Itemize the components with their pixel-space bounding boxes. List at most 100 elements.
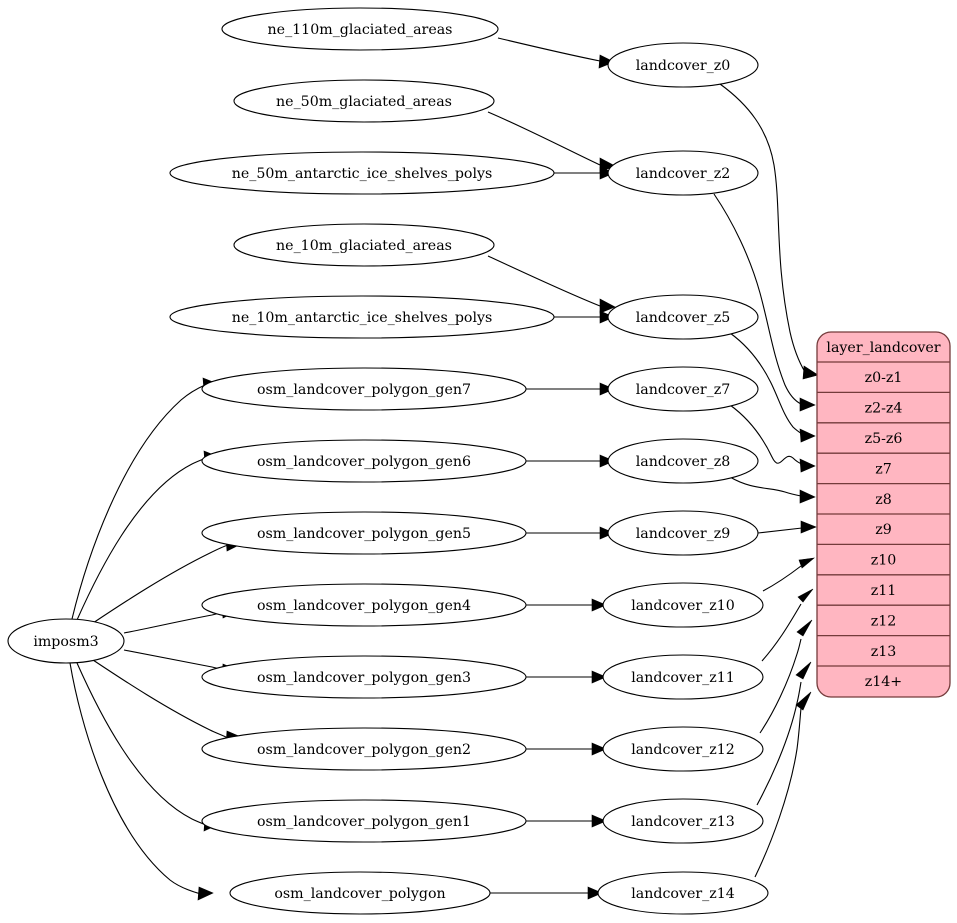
node-shape-landcover_z5: [607, 294, 759, 340]
edge-imposm3-to-osm_landcover_polygon_gen6: [76, 457, 207, 621]
node-shape-osm_landcover_polygon_gen7: [201, 367, 527, 411]
node-label-ne_50m_glaciated_areas: ne_50m_glaciated_areas: [276, 94, 452, 110]
node-osm_landcover_polygon_gen4[interactable]: osm_landcover_polygon_gen4: [201, 583, 527, 627]
node-shape-landcover_z11: [602, 654, 764, 700]
node-label-landcover_z2: landcover_z2: [636, 166, 731, 182]
node-shape-osm_landcover_polygon: [229, 871, 491, 915]
node-label-osm_landcover_polygon_gen5: osm_landcover_polygon_gen5: [257, 526, 471, 542]
arrowhead-to-row-z13: [795, 661, 812, 680]
edge-landcover_z2-to-table.z2-z4: [713, 193, 802, 405]
node-osm_landcover_polygon[interactable]: osm_landcover_polygon: [229, 871, 491, 915]
node-landcover_z0[interactable]: landcover_z0: [607, 42, 759, 88]
nodes-layer: imposm3 ne_110m_glaciated_areas ne_50m_gla…: [7, 7, 769, 915]
table-row-z0-z1[interactable]: z0-z1: [865, 370, 903, 386]
arrowhead-to-landcover_z10: [591, 598, 607, 612]
table-row-z14+[interactable]: z14+: [865, 674, 902, 690]
edge-imposm3-to-osm_landcover_polygon_gen7: [71, 384, 206, 620]
edge-landcover_z13-to-table.z13: [756, 681, 802, 806]
node-imposm3[interactable]: imposm3: [7, 618, 125, 664]
node-label-landcover_z5: landcover_z5: [636, 310, 731, 326]
edge-landcover_z11-to-table.z11: [761, 603, 802, 662]
arrowhead-to-row-z2z4: [799, 397, 816, 412]
arrowhead-to-landcover_z13: [591, 814, 607, 828]
node-osm_landcover_polygon_gen1[interactable]: osm_landcover_polygon_gen1: [201, 799, 527, 843]
node-osm_landcover_polygon_gen2[interactable]: osm_landcover_polygon_gen2: [201, 727, 527, 771]
edge-imposm3-to-osm_landcover_polygon: [69, 662, 202, 895]
node-ne_10m_antarctic_ice_shelves_polys[interactable]: ne_10m_antarctic_ice_shelves_polys: [169, 295, 555, 339]
edge-landcover_z9-to-table.z9: [757, 527, 803, 534]
edge-imposm3-to-osm_landcover_polygon_gen2: [92, 659, 229, 739]
node-label-landcover_z12: landcover_z12: [631, 742, 735, 758]
edge-landcover_z7-to-table.z7: [729, 404, 803, 465]
edge-imposm3-to-osm_landcover_polygon_gen1: [76, 662, 207, 826]
arrowhead-to-row-z8: [799, 489, 816, 504]
node-osm_landcover_polygon_gen3[interactable]: osm_landcover_polygon_gen3: [201, 655, 527, 699]
node-shape-imposm3: [7, 618, 125, 664]
node-ne_110m_glaciated_areas[interactable]: ne_110m_glaciated_areas: [221, 7, 499, 51]
arrowhead-to-landcover_z11: [591, 670, 607, 684]
node-landcover_z5[interactable]: landcover_z5: [607, 294, 759, 340]
table-row-z8[interactable]: z8: [875, 492, 892, 508]
node-label-landcover_z10: landcover_z10: [631, 598, 735, 614]
node-osm_landcover_polygon_gen7[interactable]: osm_landcover_polygon_gen7: [201, 367, 527, 411]
node-label-osm_landcover_polygon_gen2: osm_landcover_polygon_gen2: [257, 742, 471, 758]
arrowhead-to-landcover_z7: [599, 382, 615, 396]
edge-landcover_z12-to-table.z12: [759, 638, 802, 734]
node-landcover_z2[interactable]: landcover_z2: [607, 150, 759, 196]
node-landcover_z10[interactable]: landcover_z10: [602, 582, 764, 628]
table-row-z12[interactable]: z12: [871, 613, 897, 629]
node-landcover_z12[interactable]: landcover_z12: [602, 726, 764, 772]
table-row-z5-z6[interactable]: z5-z6: [865, 431, 903, 447]
arrowhead-to-polygon: [197, 886, 214, 901]
node-label-ne_10m_antarctic_ice_shelves_polys: ne_10m_antarctic_ice_shelves_polys: [232, 310, 493, 326]
arrowhead-to-landcover_z8: [599, 454, 615, 468]
node-landcover_z9[interactable]: landcover_z9: [607, 510, 759, 556]
node-shape-ne_10m_antarctic_ice_shelves_polys: [169, 295, 555, 339]
node-landcover_z8[interactable]: landcover_z8: [607, 438, 759, 484]
edge-ne_10m_glaciated_areas-to-landcover_z5: [487, 255, 601, 307]
node-label-landcover_z7: landcover_z7: [636, 382, 731, 398]
node-ne_10m_glaciated_areas[interactable]: ne_10m_glaciated_areas: [233, 223, 495, 267]
node-shape-osm_landcover_polygon_gen5: [201, 511, 527, 555]
node-shape-osm_landcover_polygon_gen2: [201, 727, 527, 771]
table-row-z10[interactable]: z10: [871, 553, 897, 569]
arrowhead-to-landcover_z5a: [599, 298, 616, 314]
arrowhead-to-landcover_z12: [591, 742, 607, 756]
node-label-osm_landcover_polygon_gen1: osm_landcover_polygon_gen1: [257, 814, 471, 830]
table-row-z13[interactable]: z13: [871, 644, 897, 660]
layer-landcover-table[interactable]: layer_landcoverz0-z1z2-z4z5-z6z7z8z9z10z…: [816, 331, 951, 698]
node-label-ne_50m_antarctic_ice_shelves_polys: ne_50m_antarctic_ice_shelves_polys: [232, 166, 493, 182]
node-label-osm_landcover_polygon: osm_landcover_polygon: [274, 886, 445, 902]
arrowhead-to-landcover_z2b: [599, 166, 615, 180]
table-row-z7[interactable]: z7: [875, 461, 892, 477]
node-shape-ne_110m_glaciated_areas: [221, 7, 499, 51]
node-osm_landcover_polygon_gen6[interactable]: osm_landcover_polygon_gen6: [201, 439, 527, 483]
edge-imposm3-to-osm_landcover_polygon_gen3: [123, 649, 225, 671]
edge-ne_110m_glaciated_areas-to-landcover_z0: [497, 37, 601, 62]
arrowhead-to-landcover_z14: [587, 886, 603, 900]
table-row-z2-z4[interactable]: z2-z4: [865, 401, 903, 417]
table-row-z9[interactable]: z9: [875, 522, 892, 538]
node-landcover_z14[interactable]: landcover_z14: [597, 871, 769, 915]
node-landcover_z13[interactable]: landcover_z13: [602, 798, 764, 844]
node-label-landcover_z8: landcover_z8: [636, 454, 731, 470]
node-landcover_z7[interactable]: landcover_z7: [607, 366, 759, 412]
node-shape-ne_50m_antarctic_ice_shelves_polys: [169, 151, 555, 195]
node-shape-landcover_z7: [607, 366, 759, 412]
arrowhead-to-row-z5z6: [799, 428, 816, 443]
node-label-osm_landcover_polygon_gen6: osm_landcover_polygon_gen6: [257, 454, 471, 470]
node-ne_50m_glaciated_areas[interactable]: ne_50m_glaciated_areas: [233, 79, 495, 123]
node-label-imposm3: imposm3: [33, 634, 98, 650]
arrowhead-to-row-z12: [796, 619, 813, 637]
table-row-z11[interactable]: z11: [871, 583, 897, 599]
node-label-landcover_z9: landcover_z9: [636, 526, 731, 542]
node-shape-landcover_z9: [607, 510, 759, 556]
node-ne_50m_antarctic_ice_shelves_polys[interactable]: ne_50m_antarctic_ice_shelves_polys: [169, 151, 555, 195]
node-shape-ne_10m_glaciated_areas: [233, 223, 495, 267]
node-shape-landcover_z13: [602, 798, 764, 844]
node-landcover_z11[interactable]: landcover_z11: [602, 654, 764, 700]
edge-landcover_z8-to-table.z8: [729, 476, 802, 497]
node-osm_landcover_polygon_gen5[interactable]: osm_landcover_polygon_gen5: [201, 511, 527, 555]
arrowhead-to-landcover_z5b: [599, 310, 615, 324]
